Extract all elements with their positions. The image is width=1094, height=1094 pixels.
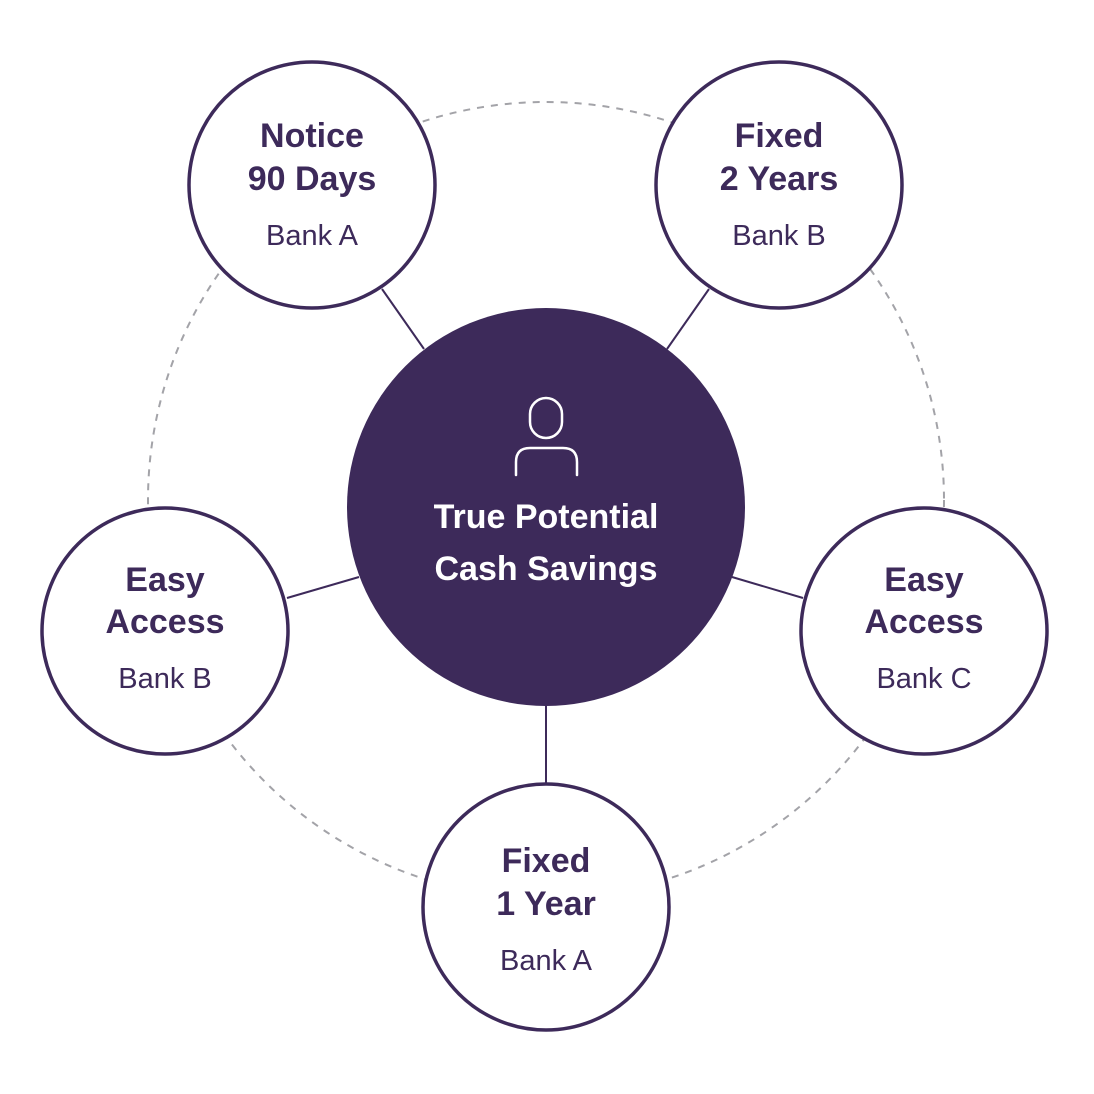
node-title-line-1: Easy [125, 561, 204, 599]
node-title-line-2: 90 Days [248, 160, 377, 198]
hub-title-line-2: Cash Savings [435, 550, 658, 588]
dashed-ring [147, 101, 945, 899]
connector-line-notice-90-days [381, 288, 425, 350]
node-bank-label: Bank B [118, 663, 212, 695]
node-title-line-2: 2 Years [720, 160, 839, 198]
node-title-line-1: Fixed [735, 117, 824, 155]
node-circle [654, 60, 904, 310]
node-bank-label: Bank A [266, 220, 359, 252]
node-circle [799, 506, 1049, 756]
connector-line-fixed-2-years [666, 288, 710, 350]
node-bank-label: Bank C [876, 663, 971, 695]
node-circle [187, 60, 437, 310]
node-title-line-1: Notice [260, 117, 364, 155]
node-bank-label: Bank B [732, 220, 826, 252]
node-fixed-1-year: Fixed 1 Year Bank A [421, 782, 671, 1032]
connector-line-easy-access-bank-b [286, 576, 360, 599]
node-fixed-2-years: Fixed 2 Years Bank B [654, 60, 904, 310]
node-circle [421, 782, 671, 1032]
node-easy-access-bank-b: Easy Access Bank B [40, 506, 290, 756]
node-title-line-1: Fixed [502, 842, 591, 880]
hub-circle [347, 308, 745, 706]
node-notice-90-days: Notice 90 Days Bank A [187, 60, 437, 310]
hub: True Potential Cash Savings [347, 308, 745, 706]
node-circle [40, 506, 290, 756]
node-easy-access-bank-c: Easy Access Bank C [799, 506, 1049, 756]
node-title-line-2: Access [105, 603, 224, 641]
hub-title-line-1: True Potential [434, 498, 659, 536]
node-title-line-2: Access [864, 603, 983, 641]
node-title-line-1: Easy [884, 561, 963, 599]
person-icon [514, 396, 579, 477]
connector-line-easy-access-bank-c [731, 576, 804, 599]
node-bank-label: Bank A [500, 945, 593, 977]
node-title-line-2: 1 Year [496, 885, 596, 923]
